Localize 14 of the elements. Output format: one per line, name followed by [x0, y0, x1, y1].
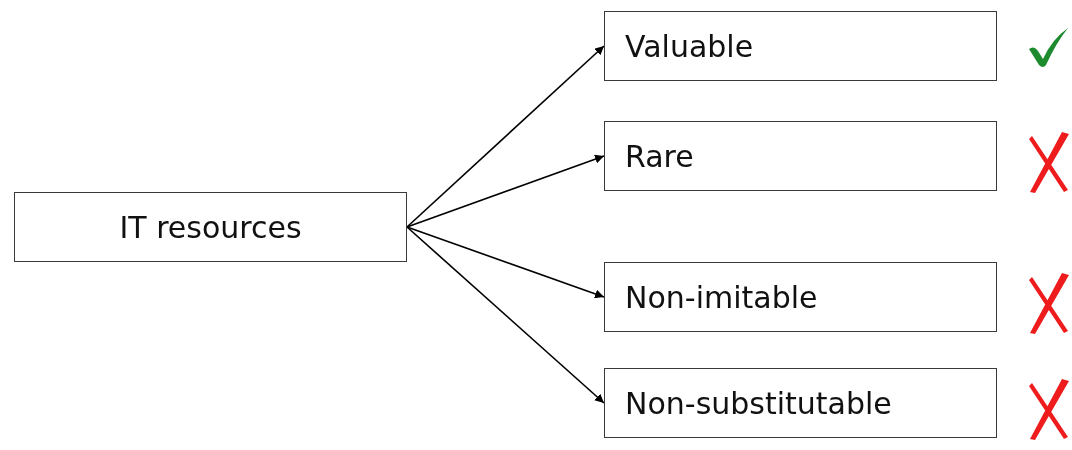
label-box	[604, 262, 997, 332]
arrow	[406, 45, 605, 228]
arrow	[406, 226, 605, 299]
label-box	[604, 121, 997, 191]
arrow	[406, 226, 605, 404]
box-label: Rare	[625, 138, 694, 174]
box-label: Non-substitutable	[625, 385, 892, 421]
box-label: Valuable	[625, 28, 754, 64]
arrow	[406, 154, 605, 228]
box-label: Non-imitable	[625, 279, 818, 315]
label-box	[604, 11, 997, 81]
box-label: IT resources	[119, 209, 302, 245]
label-box	[604, 368, 997, 438]
label-box	[14, 192, 407, 262]
